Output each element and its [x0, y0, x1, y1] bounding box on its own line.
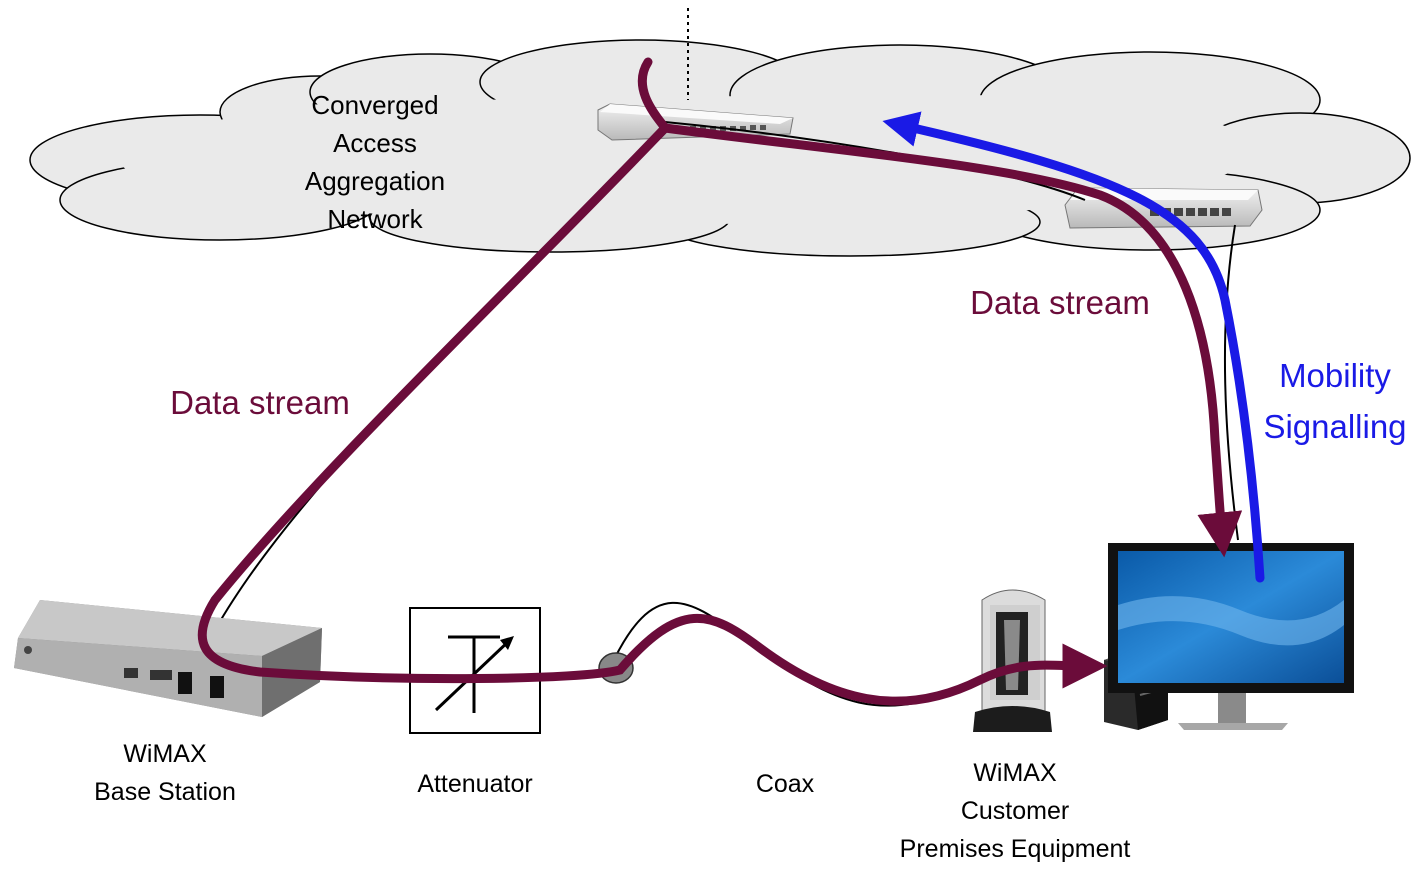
- mobility-signalling-label: Mobility Signalling: [1250, 350, 1420, 452]
- base-station-label-line: WiMAX: [123, 740, 207, 768]
- monitor-icon: [1108, 543, 1354, 730]
- data-stream-path: [197, 57, 1243, 706]
- data-stream-label-right: Data stream: [970, 284, 1150, 321]
- coax-label: Coax: [755, 770, 815, 798]
- base-station-icon: [14, 600, 322, 717]
- base-station-label: WiMAX Base Station: [70, 735, 260, 811]
- cpe-label-line: WiMAX: [973, 759, 1057, 787]
- attenuator-icon: [409, 607, 541, 734]
- mobility-label-line: Signalling: [1263, 408, 1407, 445]
- cloud-label: Converged Access Aggregation Network: [250, 86, 500, 238]
- cpe-label-line: Premises Equipment: [899, 835, 1131, 863]
- cpe-label: WiMAX Customer Premises Equipment: [880, 754, 1150, 868]
- cloud-label-line: Access: [333, 128, 417, 158]
- base-station-label-line: Base Station: [94, 778, 236, 806]
- cloud-label-line: Converged: [311, 90, 439, 120]
- mobility-label-line: Mobility: [1279, 357, 1391, 394]
- cpe-label-line: Customer: [960, 797, 1070, 825]
- cloud-label-line: Aggregation: [304, 166, 446, 196]
- mobility-signalling-path: [882, 111, 1265, 583]
- attenuator-label: Attenuator: [417, 770, 533, 798]
- data-stream-label-left: Data stream: [170, 384, 350, 421]
- cloud-label-line: Network: [327, 204, 423, 234]
